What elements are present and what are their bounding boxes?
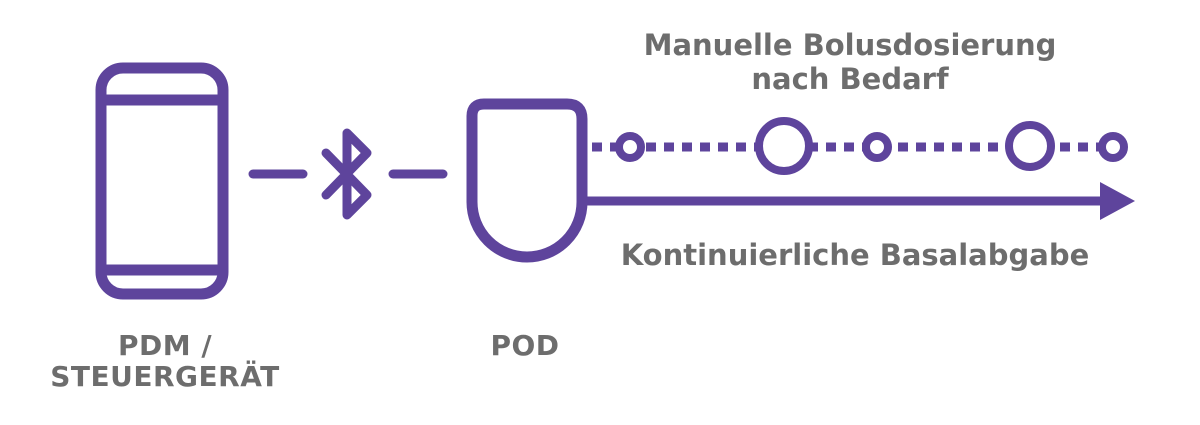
bolus-label-line1: Manuelle Bolusdosierung — [643, 28, 1057, 62]
bolus-label: Manuelle Bolusdosierung nach Bedarf — [610, 28, 1090, 96]
bolus-dot-small — [862, 132, 892, 162]
bolus-dot-small — [1098, 132, 1128, 162]
bolus-dot-small — [615, 132, 645, 162]
arrow-head-icon — [1100, 182, 1135, 220]
bolus-dot-large — [1005, 121, 1055, 171]
pdm-label-line1: PDM / — [117, 329, 213, 362]
smartphone-icon — [95, 62, 229, 300]
bolus-dot-large — [755, 117, 813, 175]
bolus-label-line2: nach Bedarf — [751, 62, 949, 96]
bluetooth-icon — [321, 128, 372, 220]
pdm-label-line2: STEUERGERÄT — [50, 360, 280, 393]
bolus-markers — [615, 117, 1128, 175]
pod-label: POD — [490, 329, 560, 362]
basal-flow-arrow — [582, 182, 1135, 220]
pod-icon — [466, 98, 588, 263]
basal-label: Kontinuierliche Basalabgabe — [620, 238, 1090, 272]
pdm-label: PDM / STEUERGERÄT — [30, 330, 300, 392]
